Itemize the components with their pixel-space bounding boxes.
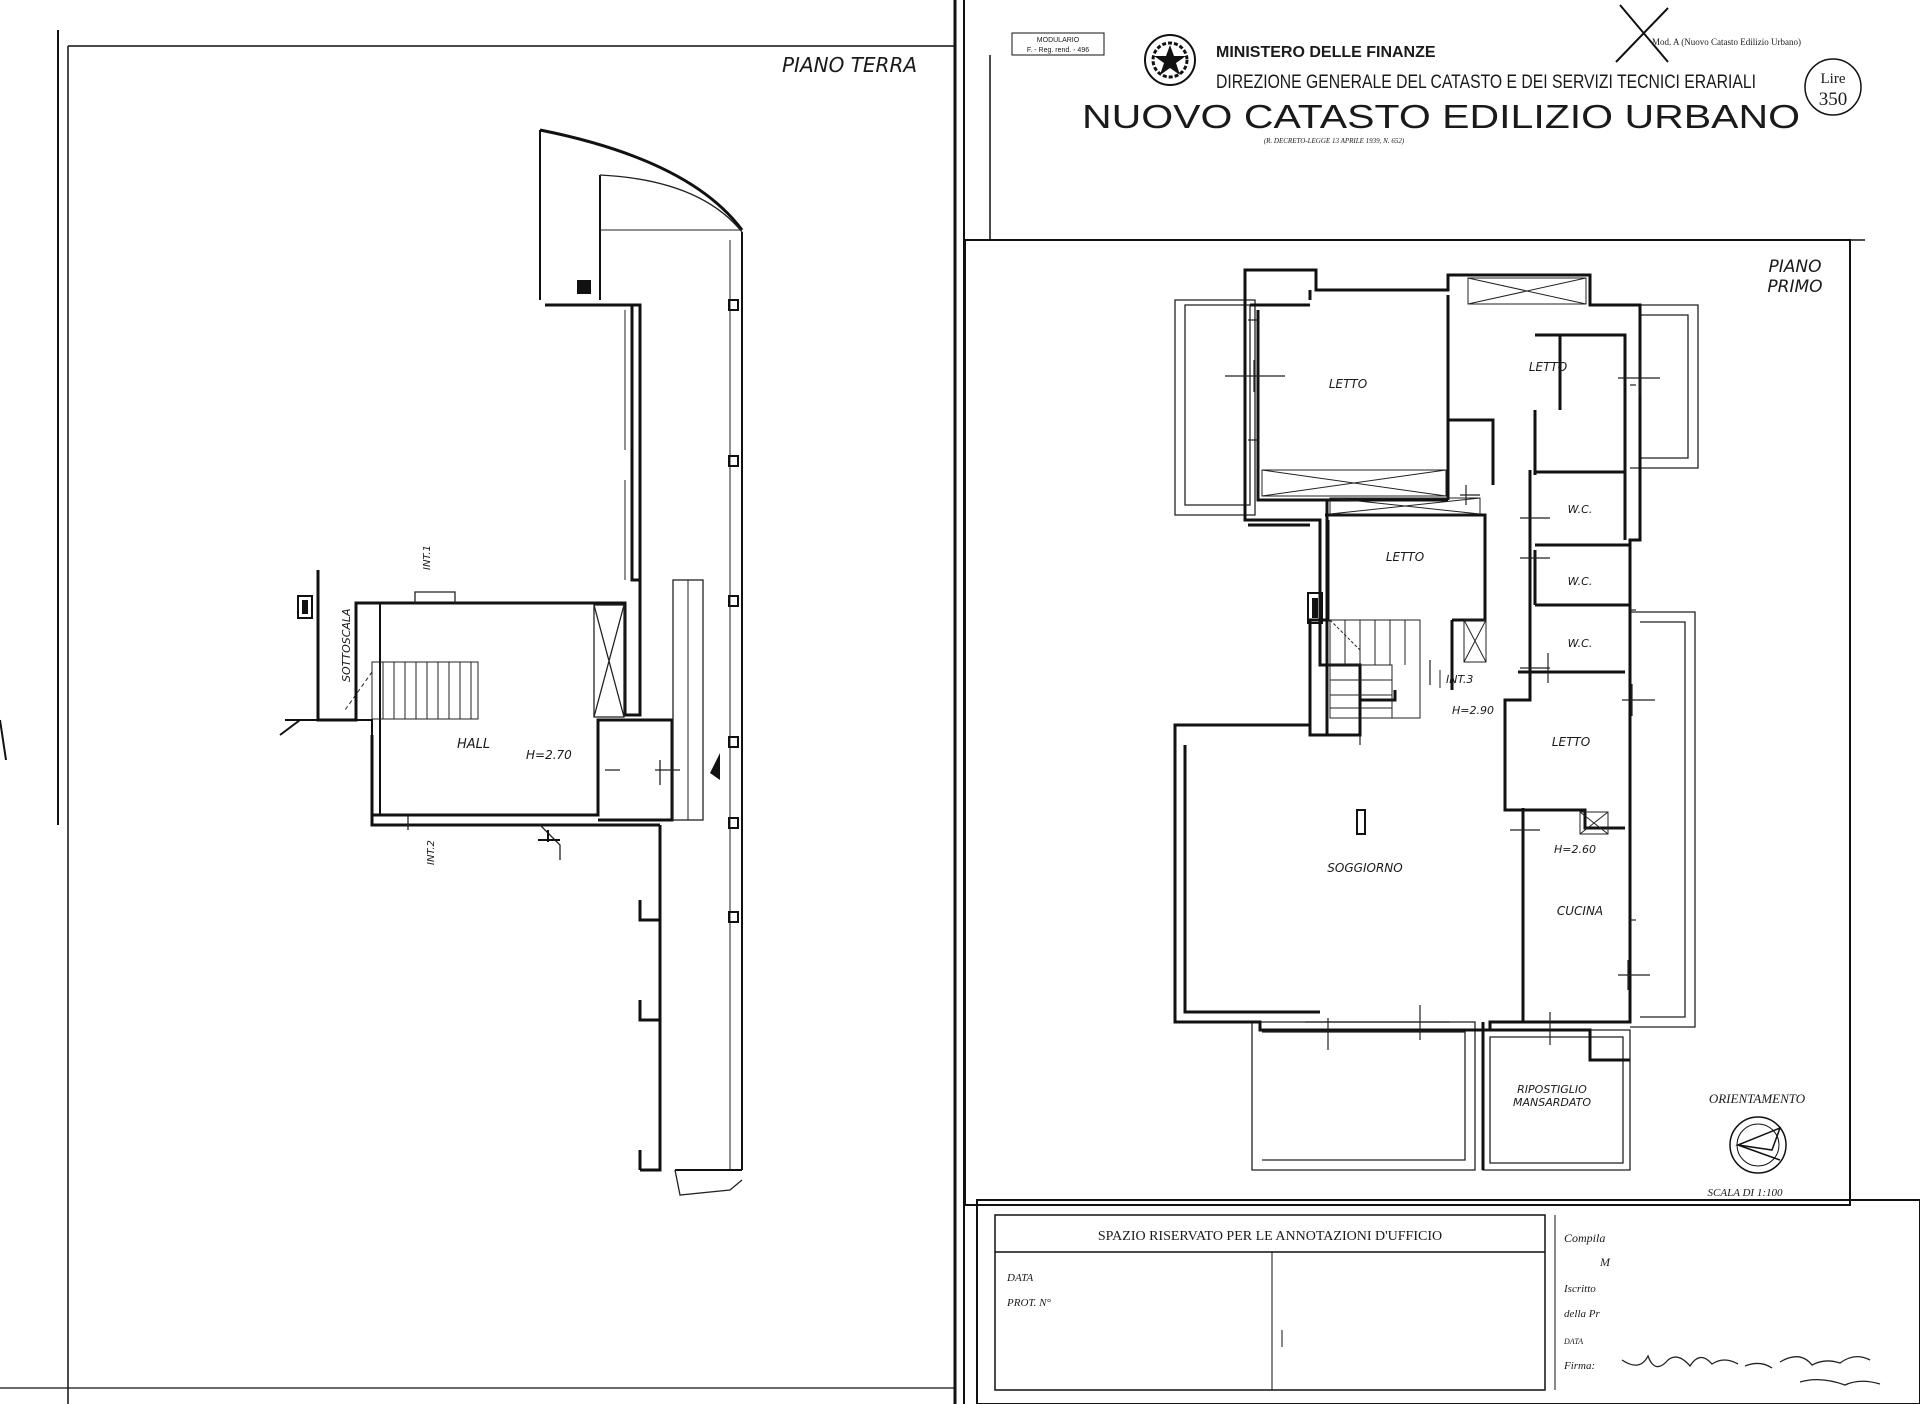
room-sottoscala: SOTTOSCALA <box>340 608 353 682</box>
modulario-line1: MODULARIO <box>1037 37 1080 44</box>
modulario-line2: F. - Reg. rend. - 496 <box>1027 47 1089 54</box>
directorate-name: DIREZIONE GENERALE DEL CATASTO E DEI SER… <box>1216 72 1756 93</box>
handwritten-signature <box>1621 1354 1881 1386</box>
height-primo-2: H=2.60 <box>1554 843 1596 856</box>
office-firma: Firma: <box>1563 1360 1595 1372</box>
office-data2: DATA <box>1563 1337 1583 1346</box>
piano-primo-title-2: PRIMO <box>1767 277 1822 297</box>
orientation-label: ORIENTAMENTO <box>1709 1091 1806 1106</box>
ministry-name: MINISTERO DELLE FINANZE <box>1216 44 1436 61</box>
label-int2: INT.2 <box>426 840 437 865</box>
room-ripostiglio-1: RIPOSTIGLIO <box>1517 1083 1587 1096</box>
room-wc-1: W.C. <box>1568 503 1593 516</box>
office-della: della Pr <box>1564 1308 1600 1320</box>
office-annotation-box: SPAZIO RISERVATO PER LE ANNOTAZIONI D'UF… <box>976 1199 1920 1404</box>
wardrobes <box>1261 277 1609 835</box>
decree-reference: (R. DECRETO-LEGGE 13 APRILE 1939, N. 652… <box>1264 137 1405 145</box>
office-data: DATA <box>1006 1272 1034 1284</box>
height-terra: H=2.70 <box>526 748 572 762</box>
stair-terra <box>344 661 479 720</box>
piano-terra-plan: PIANO TERRA <box>279 53 917 1196</box>
stair-primo <box>1329 619 1421 719</box>
room-wc-2: W.C. <box>1568 575 1593 588</box>
mod-a-label: Mod. A (Nuovo Catasto Edilizio Urbano) <box>1652 37 1801 47</box>
office-compila: Compila <box>1564 1231 1605 1245</box>
piano-primo-frame: PIANO PRIMO <box>964 239 1851 1206</box>
scale-label: SCALA DI 1:100 <box>1708 1187 1783 1199</box>
north-arrow-icon <box>1729 1116 1787 1174</box>
office-title: SPAZIO RISERVATO PER LE ANNOTAZIONI D'UF… <box>1098 1229 1442 1244</box>
room-letto-4: LETTO <box>1552 735 1590 749</box>
form-header: MODULARIO F. - Reg. rend. - 496 MINISTER… <box>989 4 1865 241</box>
office-m: M <box>1599 1255 1611 1269</box>
office-prot: PROT. N° <box>1006 1297 1052 1309</box>
room-wc-3: W.C. <box>1568 637 1593 650</box>
room-letto-1: LETTO <box>1329 377 1367 391</box>
stamp-lire: Lire <box>1821 71 1846 87</box>
piano-primo-plan: LETTO LETTO LETTO LETTO W.C. W.C. W.C. S… <box>1173 268 1806 1199</box>
room-soggiorno: SOGGIORNO <box>1327 861 1402 875</box>
height-primo-1: H=2.90 <box>1452 704 1494 717</box>
lire-stamp: Lire 350 <box>1804 58 1862 116</box>
label-int1: INT.1 <box>422 545 433 570</box>
room-cucina: CUCINA <box>1557 904 1603 918</box>
openings <box>1225 319 1660 1050</box>
state-emblem <box>1144 34 1196 86</box>
pillars <box>728 299 739 923</box>
sheet-borders <box>0 0 965 1404</box>
room-letto-2: LETTO <box>1529 360 1567 374</box>
room-hall: HALL <box>457 737 490 752</box>
document-title: NUOVO CATASTO EDILIZIO URBANO <box>1082 98 1800 135</box>
stamp-value: 350 <box>1819 89 1848 110</box>
room-ripostiglio-2: MANSARDATO <box>1513 1096 1591 1109</box>
room-letto-3: LETTO <box>1386 550 1424 564</box>
office-iscritto: Iscritto <box>1563 1283 1596 1295</box>
piano-terra-title: PIANO TERRA <box>782 53 917 77</box>
piano-primo-title-1: PIANO <box>1769 257 1822 277</box>
label-int3: INT.3 <box>1446 673 1473 686</box>
